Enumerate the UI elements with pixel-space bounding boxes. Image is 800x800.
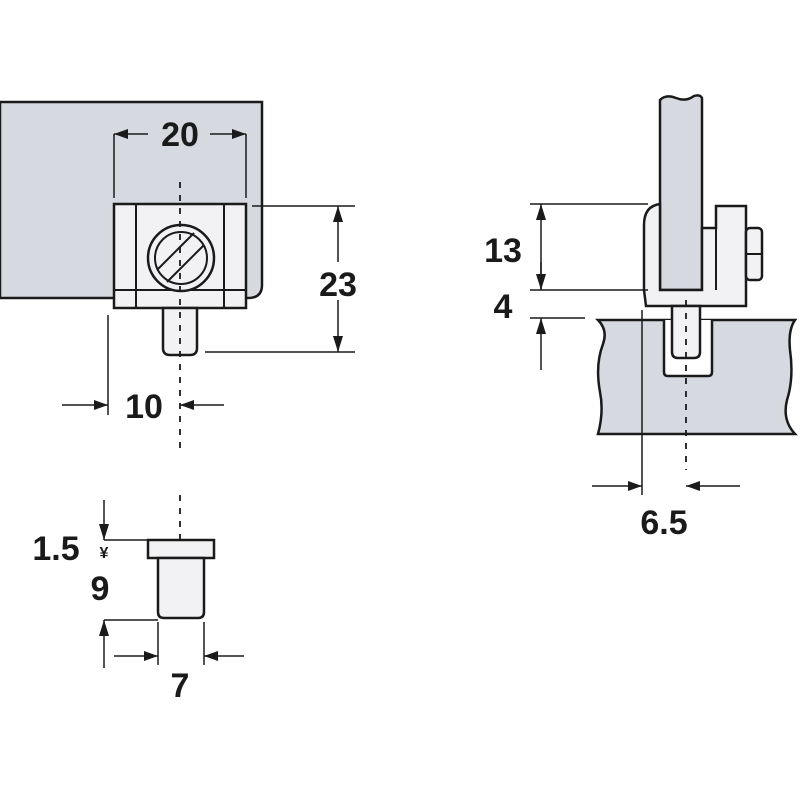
arrow-15 (99, 524, 109, 540)
dim-23-label: 23 (319, 266, 357, 304)
arrow-4 (536, 318, 546, 334)
dim-20-label: 20 (161, 116, 199, 154)
dim-9-label: 9 (91, 570, 110, 608)
arrow-23-top (333, 206, 343, 222)
vertical-panel (658, 94, 704, 292)
screw-head-inner (154, 231, 208, 285)
arrow-13-top (536, 204, 546, 220)
arrow-9 (99, 620, 109, 636)
arrow-20-left (114, 129, 128, 139)
pin-detail-view: 1.5 ¥ 9 7 (32, 495, 244, 705)
pin-shank (156, 556, 206, 620)
arrow-23-bottom (333, 336, 343, 352)
side-view: 13 4 6.5 (484, 94, 798, 542)
screw-head (146, 223, 216, 293)
arrow-10-right (180, 400, 194, 410)
dim-13-label: 13 (484, 232, 522, 270)
yen-mark: ¥ (100, 545, 109, 562)
dim-4-label: 4 (494, 288, 513, 326)
screw-slot (156, 232, 205, 283)
arrow-65-left (628, 481, 642, 491)
arrow-20-right (232, 129, 246, 139)
arrow-10-left (94, 400, 108, 410)
dim-65-label: 6.5 (640, 504, 687, 542)
arrow-65-right (686, 481, 700, 491)
dim-10-label: 10 (125, 388, 163, 426)
pin (161, 306, 199, 357)
pin-head (146, 538, 216, 560)
dim-15-label: 1.5 (32, 530, 79, 568)
arrow-7-left (144, 651, 158, 661)
front-view: 20 23 10 (0, 100, 357, 450)
arrow-7-right (204, 651, 218, 661)
dim-7-label: 7 (171, 667, 190, 705)
